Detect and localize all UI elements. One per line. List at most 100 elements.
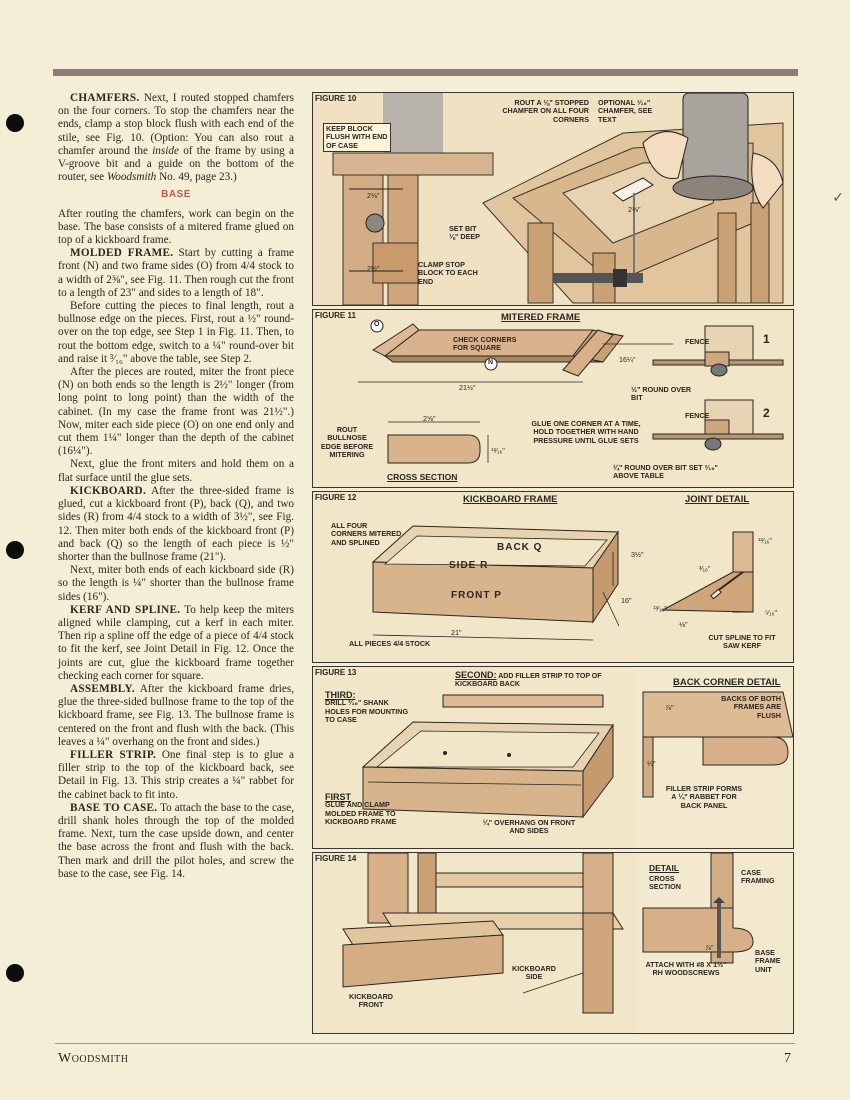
footer-rule [55, 1043, 795, 1044]
router-chamfer-illustration [313, 93, 793, 305]
subhead-kerf-spline: KERF AND SPLINE. [70, 603, 181, 616]
figure-12: FIGURE 12 KICKBOARD FRAME JOINT DETAIL A… [312, 491, 794, 663]
paragraph-text: After the three-sided frame is glued, cu… [58, 484, 294, 563]
dim-label: ¼" [647, 759, 656, 768]
fence-label: FENCE [685, 337, 710, 346]
part-letter: R [480, 560, 489, 571]
callout-check-corners: CHECK CORNERS FOR SQUARE [453, 335, 517, 353]
top-rule [53, 69, 798, 76]
article-column: CHAMFERS. Next, I routed stopped chamfer… [58, 92, 294, 881]
callout-rout-bullnose: ROUT BULLNOSE EDGE BEFORE MITERING [320, 425, 374, 460]
binder-hole [6, 964, 24, 982]
dim-label: 21½" [459, 383, 476, 392]
cross-section-title: CROSS SECTION [387, 472, 458, 482]
binder-hole [6, 541, 24, 559]
callout-base-frame: BASE FRAME UNIT [755, 948, 781, 974]
base-to-case-diagram [342, 853, 793, 1033]
back-corner-detail-title: BACK CORNER DETAIL [673, 677, 781, 688]
page-number: 7 [784, 1051, 791, 1066]
callout-woodscrews: ATTACH WITH #8 x 1½" Rh WOODSCREWS [645, 960, 727, 978]
dim-label: ¹³⁄₁₆" [653, 604, 667, 613]
callout-stopped-chamfer: ROUT A ⅛" STOPPED CHAMFER ON ALL FOUR CO… [502, 98, 589, 124]
part-name: BACK [497, 542, 530, 553]
step-text: DRILL ³⁄₁₆" SHANK HOLES FOR MOUNTING TO … [325, 698, 409, 725]
step-text: ADD FILLER STRIP TO TOP OF KICKBOARD BAC… [455, 673, 602, 689]
callout-quarter-round-bit: ¼" ROUND OVER BIT SET ³⁄₁₆" ABOVE TABLE [613, 463, 718, 481]
part-back: BACK Q [497, 542, 542, 553]
detail-subtitle: CROSS SECTION [649, 874, 681, 892]
callout-case-framing: CASE FRAMING [741, 868, 775, 886]
dim-label: 2½" [367, 264, 380, 273]
part-side: SIDE R [449, 560, 488, 571]
subhead-filler-strip: FILLER STRIP. [70, 748, 157, 761]
figure-title: KICKBOARD FRAME [463, 494, 558, 505]
paragraph-text: No. 49, page 23.) [156, 171, 237, 184]
figure-number: FIGURE 11 [315, 311, 356, 320]
footer-brand: Woodsmith [58, 1051, 129, 1066]
binder-hole [6, 114, 24, 132]
paragraph: After routing the chamfers, work can beg… [58, 207, 294, 247]
dim-label: ⁵⁄₁₆" [765, 608, 778, 617]
dim-label: ¹³⁄₁₆" [491, 446, 505, 455]
dim-label: 16" [621, 596, 632, 605]
part-letter: Q [533, 542, 543, 553]
subhead-molded-frame: MOLDED FRAME. [70, 247, 174, 260]
fence-label: FENCE [685, 411, 710, 420]
callout-cut-spline: CUT SPLINE TO FIT SAW KERF [708, 633, 776, 651]
callout-set-bit: SET BIT ⅛" DEEP [449, 224, 480, 242]
callout-all-corners: ALL FOUR CORNERS MITERED AND SPLINED [331, 521, 402, 547]
figure-13: FIGURE 13 SECOND: ADD FILLER STRIP TO TO… [312, 666, 794, 849]
figure-number: FIGURE 10 [315, 94, 357, 103]
joint-detail-title: JOINT DETAIL [685, 494, 750, 505]
dim-label: ⅞" [665, 703, 674, 712]
step-second: SECOND: ADD FILLER STRIP TO TOP OF KICKB… [455, 671, 635, 690]
subhead-kickboard: KICKBOARD. [70, 484, 147, 497]
paragraph-text: To help keep the miters aligned while cl… [58, 603, 294, 682]
callout-optional-chamfer: OPTIONAL ¹⁄₁₆" CHAMFER, SEE TEXT [598, 98, 653, 124]
paragraph-text: One final step is to glue a filler strip… [58, 748, 294, 801]
section-heading-base: BASE [161, 189, 191, 201]
dim-label: ¹³⁄₁₆" [758, 536, 772, 545]
callout-backs-flush: BACKS OF BOTH FRAMES ARE FLUSH [721, 694, 781, 720]
figure-number: FIGURE 14 [315, 854, 357, 863]
detail-title: DETAIL [649, 863, 680, 873]
dim-label: ³⁄₁₆" [699, 564, 711, 573]
dim-label: ⅞" [705, 943, 714, 952]
paragraph-text: of the frame by using a V-groove bit and… [58, 144, 294, 184]
part-name: FRONT [451, 590, 491, 601]
callout-glue-corner: GLUE ONE CORNER AT A TIME, HOLD TOGETHER… [531, 419, 641, 445]
emphasis: inside [152, 144, 179, 157]
subhead-assembly: ASSEMBLY. [70, 682, 135, 695]
paragraph: Next, miter both ends of each kickboard … [58, 564, 294, 603]
subhead-base-to-case: BASE TO CASE. [70, 801, 158, 814]
dim-label: 16¼" [619, 355, 636, 364]
step-number: 1 [763, 332, 771, 346]
callout-filler-strip: FILLER STRIP FORMS A ¼" RABBET FOR BACK … [665, 784, 743, 810]
paragraph: Before cutting the pieces to final lengt… [58, 300, 294, 365]
callout-half-round-bit: ½" ROUND OVER BIT [631, 385, 692, 403]
callout-stock: ALL PIECES 4/4 STOCK [349, 639, 431, 648]
paragraph-text: Start by cutting a frame front (N) and t… [58, 247, 294, 299]
mitered-frame-diagram [358, 319, 784, 464]
figure-10: FIGURE 10 KEEP BLOCK FLUSH WITH END OF C… [312, 92, 794, 306]
paragraph-text: Next, I routed stopped chamfers on the f… [58, 92, 294, 157]
callout-kickboard-side: KICKBOARD SIDE [512, 964, 556, 982]
part-letter: N [488, 359, 494, 366]
step-text: GLUE AND CLAMP MOLDED FRAME TO KICKBOARD… [325, 800, 397, 827]
assembly-diagram [361, 667, 793, 848]
kickboard-frame-diagram [371, 525, 754, 641]
dim-label: ⅛" [679, 620, 688, 629]
figure-title: MITERED FRAME [501, 312, 581, 323]
dim-label: 2⅝" [423, 414, 436, 423]
part-letter: O [374, 321, 380, 328]
paragraph: After the pieces are routed, miter the f… [58, 366, 294, 458]
dim-label: 2⅛" [628, 205, 641, 214]
figure-14: FIGURE 14 KICKBOARD SIDE KICKBOARD FRONT… [312, 852, 794, 1034]
callout-kickboard-front: KICKBOARD FRONT [349, 992, 393, 1010]
step-heading: FIRST [325, 792, 351, 802]
paragraph: Next, glue the front miters and hold the… [58, 458, 294, 484]
dim-label: 3½" [631, 550, 644, 559]
figure-number: FIGURE 13 [315, 668, 357, 677]
callout-clamp-stop: CLAMP STOP BLOCK TO EACH END [418, 260, 478, 286]
